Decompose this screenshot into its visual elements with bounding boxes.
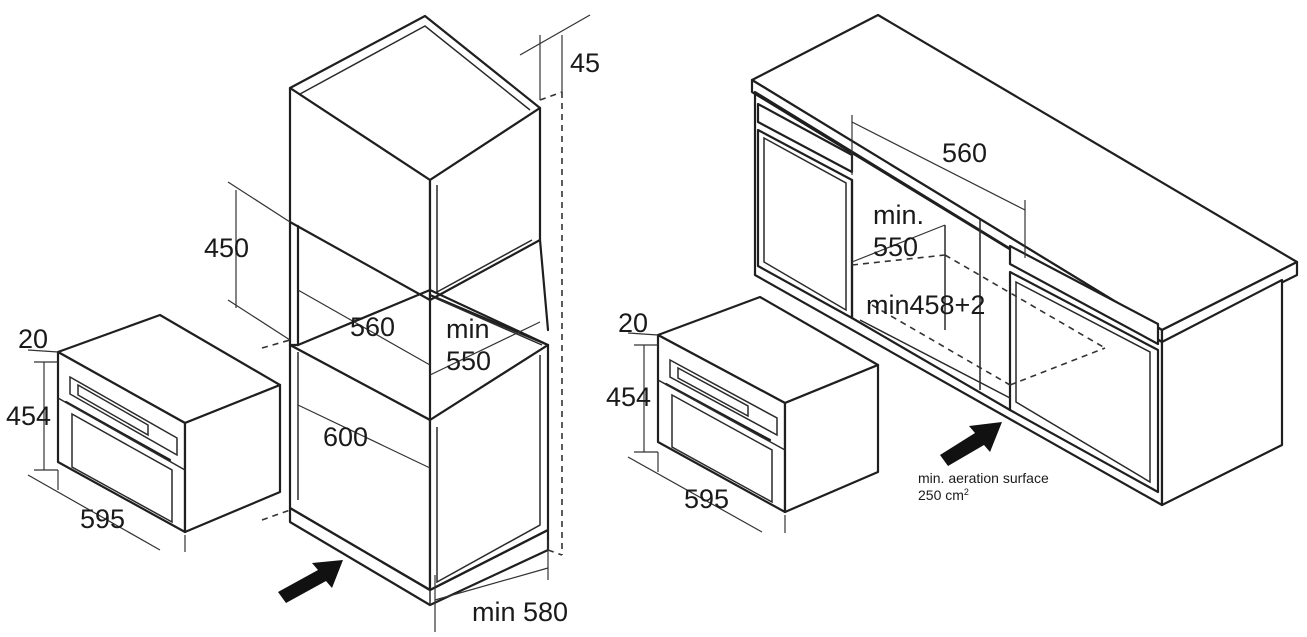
right-oven-offset-label: 20 (618, 308, 648, 338)
tall-cabinet-column: 45 450 560 min 550 600 min (204, 14, 600, 632)
left-oven-offset-label: 20 (18, 324, 48, 354)
dim-niche-depth-line1: min (446, 314, 490, 344)
under-counter-unit: 560 min. 550 min458+2 min. aeration surf… (750, 13, 1299, 507)
dim-600: 600 (297, 404, 431, 469)
left-oven-height-label: 454 (6, 401, 51, 431)
lower-cabinet (288, 343, 550, 607)
dim-560-left: 560 (297, 289, 431, 366)
dim-min-550-left: min 550 (429, 314, 541, 376)
right-oven-appliance: 20 454 595 (606, 295, 880, 533)
dim-depth-top-label: 45 (570, 48, 600, 78)
dim-niche-depth-line2: 550 (446, 346, 491, 376)
right-airflow-arrow-icon (940, 422, 1002, 466)
dim-cabinet-width-label: 600 (323, 422, 368, 452)
aeration-line1: min. aeration surface (918, 470, 1049, 486)
right-niche-width-label: 560 (942, 138, 987, 168)
dim-niche-height-label: 450 (204, 233, 249, 263)
airflow-arrow-icon (278, 560, 343, 603)
dim-min-580: min 580 (434, 540, 568, 632)
right-niche-depth-line2: 550 (873, 232, 918, 262)
left-oven-appliance: 20 454 595 (6, 313, 282, 552)
dim-floor-depth-label: min 580 (472, 597, 568, 627)
left-oven-width-label: 595 (80, 504, 125, 534)
right-niche-depth-line1: min. (873, 200, 924, 230)
upper-cabinet (288, 14, 542, 302)
dim-450: 450 (204, 181, 291, 341)
aeration-line2-group: 250 cm2 (918, 487, 969, 503)
aeration-superscript: 2 (964, 487, 969, 497)
dim-niche-width-label: 560 (350, 312, 395, 342)
aeration-line2: 250 cm (918, 487, 964, 503)
right-niche-height-label: min458+2 (866, 290, 985, 320)
right-oven-height-label: 454 (606, 382, 651, 412)
dim-45: 45 (519, 14, 600, 100)
niche-frame (288, 220, 550, 422)
right-oven-width-label: 595 (684, 484, 729, 514)
